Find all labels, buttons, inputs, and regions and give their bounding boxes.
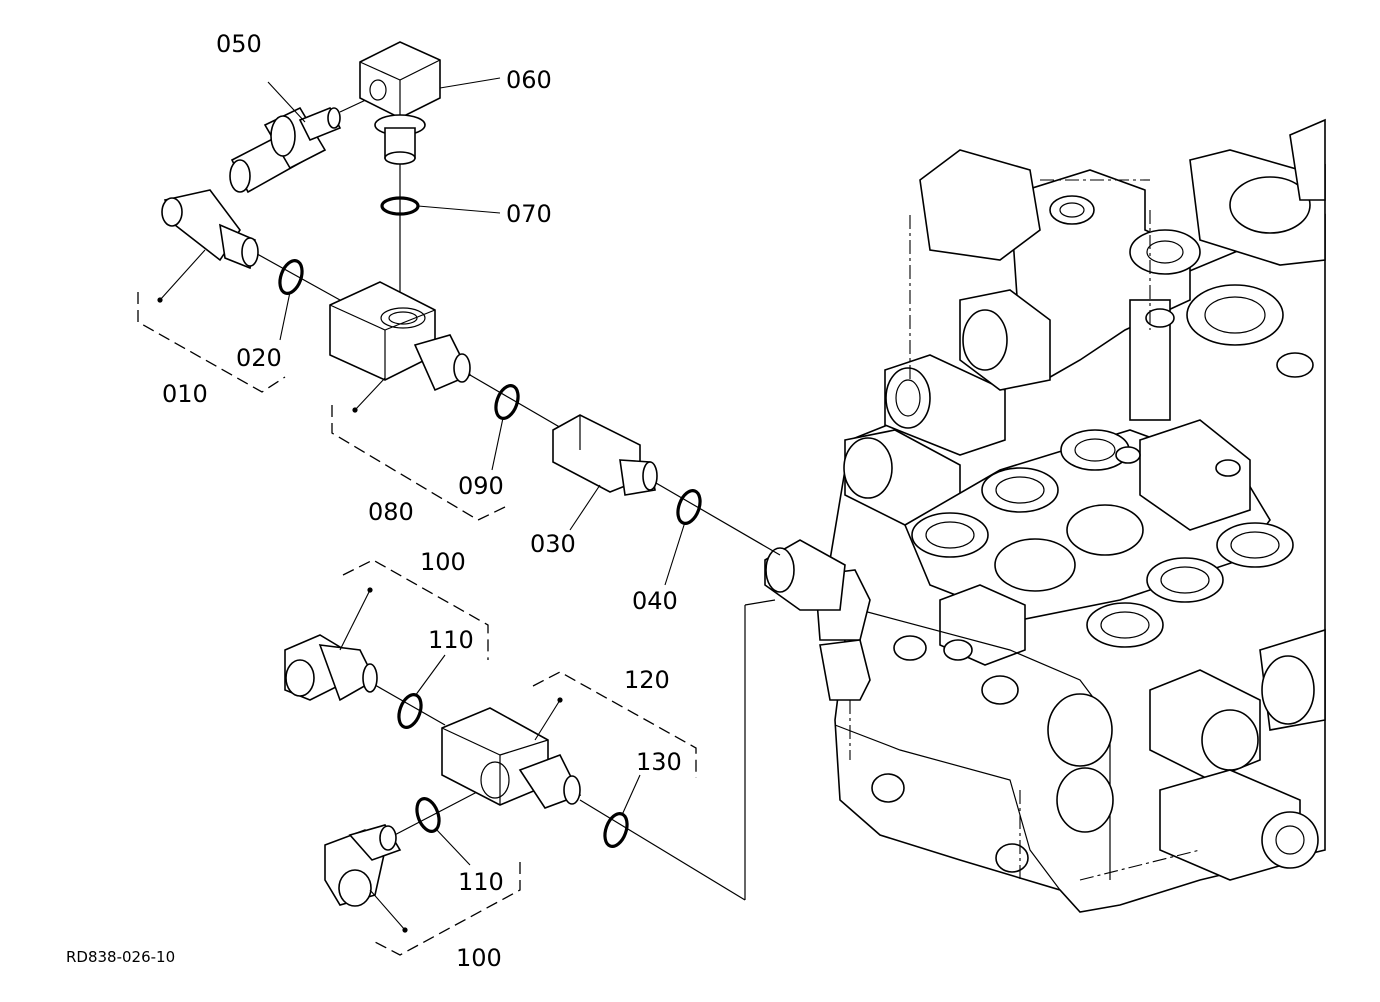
callout-070: 070	[506, 200, 552, 228]
callout-130: 130	[636, 748, 682, 776]
fitting-050	[229, 106, 342, 194]
leader-lines	[157, 77, 686, 933]
elbow-100-top	[284, 634, 378, 702]
callout-110-top: 110	[428, 626, 474, 654]
o-ring-110-bottom	[415, 797, 441, 833]
o-ring-110-top	[397, 693, 423, 729]
drawing-code: RD838-026-10	[66, 948, 175, 966]
control-valve-assembly	[764, 118, 1326, 913]
callout-100-bottom: 100	[456, 944, 502, 972]
callout-040: 040	[632, 587, 678, 615]
block-060	[359, 41, 441, 165]
callout-020: 020	[236, 344, 282, 372]
callout-090: 090	[458, 472, 504, 500]
callout-060: 060	[506, 66, 552, 94]
adapter-030	[552, 414, 658, 496]
block-120	[441, 707, 582, 809]
o-ring-020	[278, 259, 304, 295]
callout-100-top: 100	[420, 548, 466, 576]
assembly-brackets	[137, 292, 697, 956]
callout-080: 080	[368, 498, 414, 526]
center-lines	[249, 97, 781, 901]
callout-010: 010	[162, 380, 208, 408]
callout-030: 030	[530, 530, 576, 558]
callout-labels: 050 060 070 020 010 080 090 030 040 100 …	[66, 30, 682, 972]
elbow-100-bottom	[324, 824, 402, 907]
callout-120: 120	[624, 666, 670, 694]
callout-110-bottom: 110	[458, 868, 504, 896]
o-rings	[278, 196, 702, 848]
o-ring-130	[603, 812, 629, 848]
callout-050: 050	[216, 30, 262, 58]
o-ring-040	[676, 489, 702, 525]
block-080	[329, 281, 472, 392]
o-ring-090	[494, 384, 520, 420]
fitting-010	[161, 189, 259, 270]
